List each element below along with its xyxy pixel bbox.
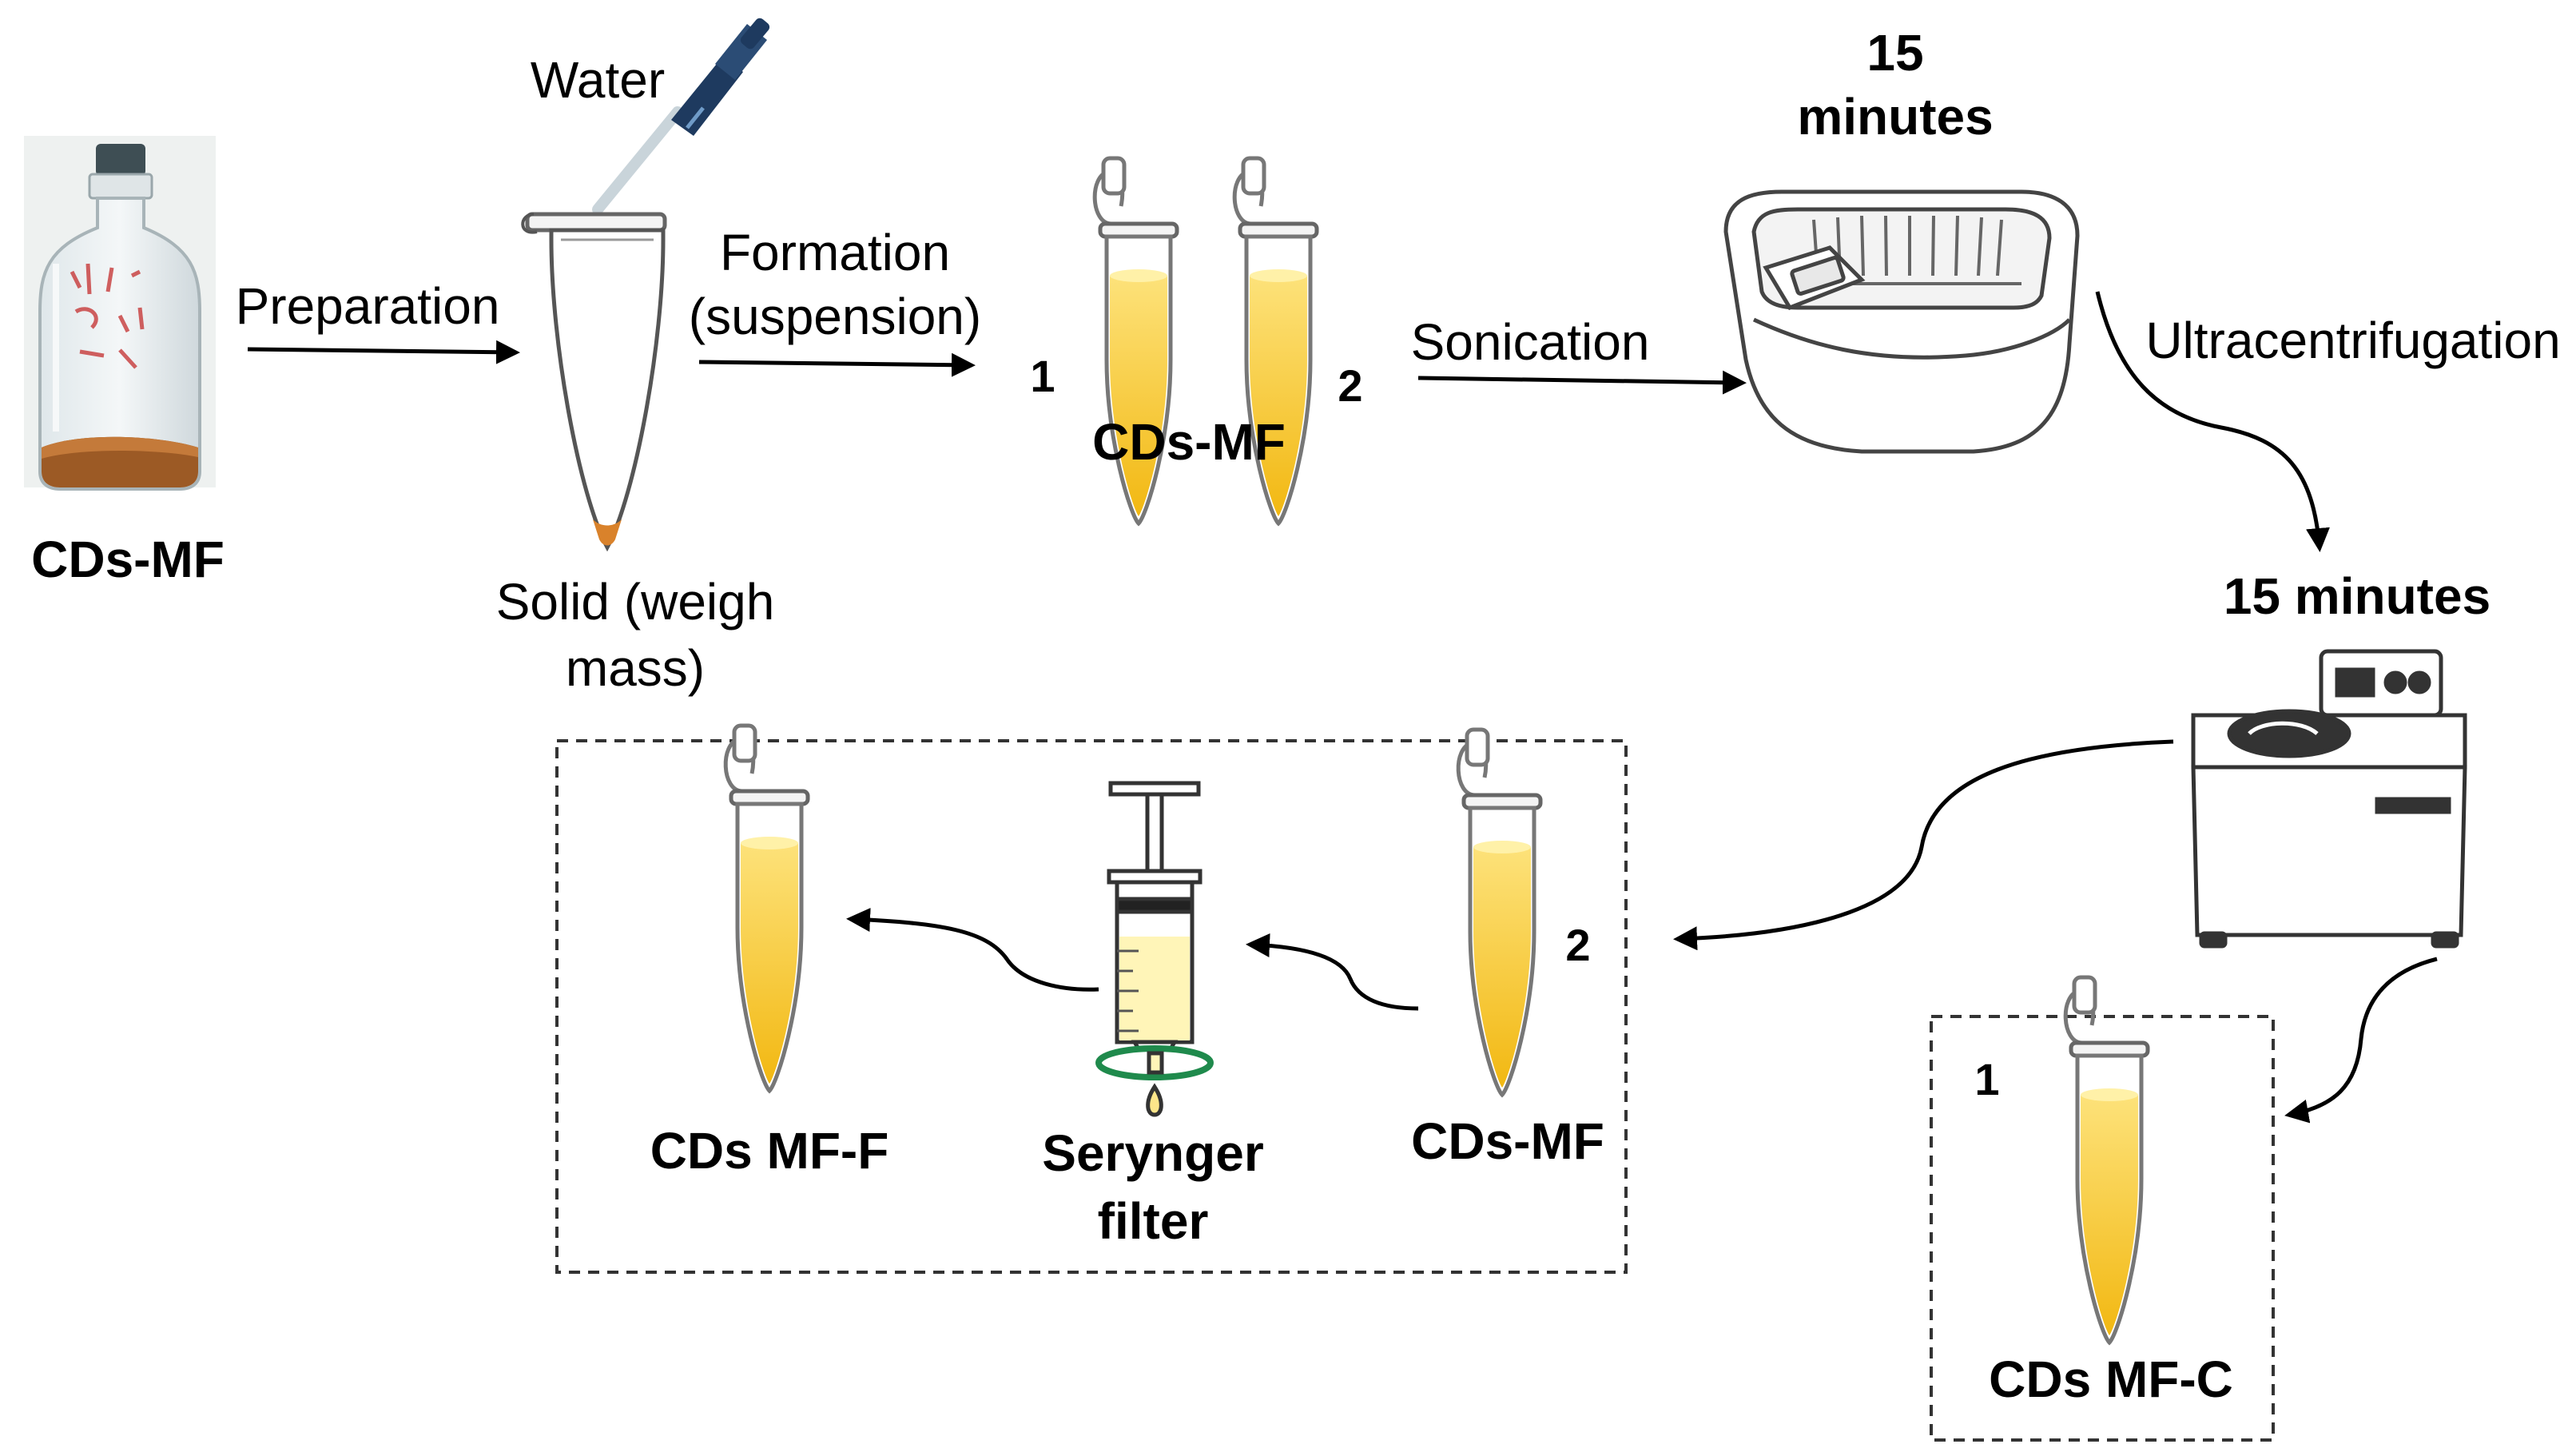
filtered-product-label: CDs MF-F xyxy=(650,1122,889,1180)
sonication-time-line1: 15 xyxy=(1866,24,1923,82)
input-tube-label: CDs-MF xyxy=(1411,1112,1604,1170)
arrow-ultracentrifugation xyxy=(2095,291,2330,552)
input-tube xyxy=(1458,730,1540,1095)
solid-tube xyxy=(521,212,667,552)
filtration-box xyxy=(555,739,1628,1274)
sonication-label: Sonication xyxy=(1411,313,1650,371)
vial-label: CDs-MF xyxy=(31,531,225,588)
arrow-to-filtered-tube xyxy=(846,908,1099,992)
arrow-to-filter-box xyxy=(1673,739,2174,951)
vial-label-text: CDs-MF xyxy=(31,531,225,588)
centrifuged-product-label: CDs MF-C xyxy=(1989,1351,2233,1408)
centrifuge-icon xyxy=(2191,649,2467,949)
centrifuge-time-label: 15 minutes xyxy=(2224,567,2491,625)
syringe-filter-label-line1: Serynger xyxy=(1042,1124,1263,1182)
arrow-to-pellet-box xyxy=(2284,957,2438,1124)
pipette-icon xyxy=(592,18,770,215)
formation-label-line1: Formation xyxy=(720,224,950,281)
input-tube-number: 2 xyxy=(1565,920,1590,970)
ultrasonic-bath-icon xyxy=(1723,189,2080,454)
arrow-to-syringe xyxy=(1246,933,1419,1011)
cds-mf-pair-label: CDs-MF xyxy=(1092,413,1286,471)
arrow-formation xyxy=(698,352,976,377)
filtered-product-tube xyxy=(725,726,808,1091)
water-label: Water xyxy=(531,51,665,109)
syringe-filter-icon xyxy=(1095,781,1214,1117)
vial-photo xyxy=(24,136,216,491)
sonication-time-line2: minutes xyxy=(1797,88,1993,145)
solid-label-line2: mass) xyxy=(566,639,705,697)
arrow-sonication xyxy=(1417,370,1747,395)
solid-label-line1: Solid (weigh xyxy=(496,573,775,631)
pellet-tube xyxy=(2065,977,2148,1343)
formation-label-line2: (suspension) xyxy=(689,288,981,345)
tube-number-1: 1 xyxy=(1030,351,1055,401)
preparation-label: Preparation xyxy=(236,277,500,335)
ultracentrifugation-label: Ultracentrifugation xyxy=(2145,312,2560,369)
arrow-preparation xyxy=(247,340,520,364)
pellet-tube-number: 1 xyxy=(1974,1054,1999,1104)
tube-number-2: 2 xyxy=(1338,360,1362,411)
syringe-filter-label-line2: filter xyxy=(1098,1192,1209,1250)
